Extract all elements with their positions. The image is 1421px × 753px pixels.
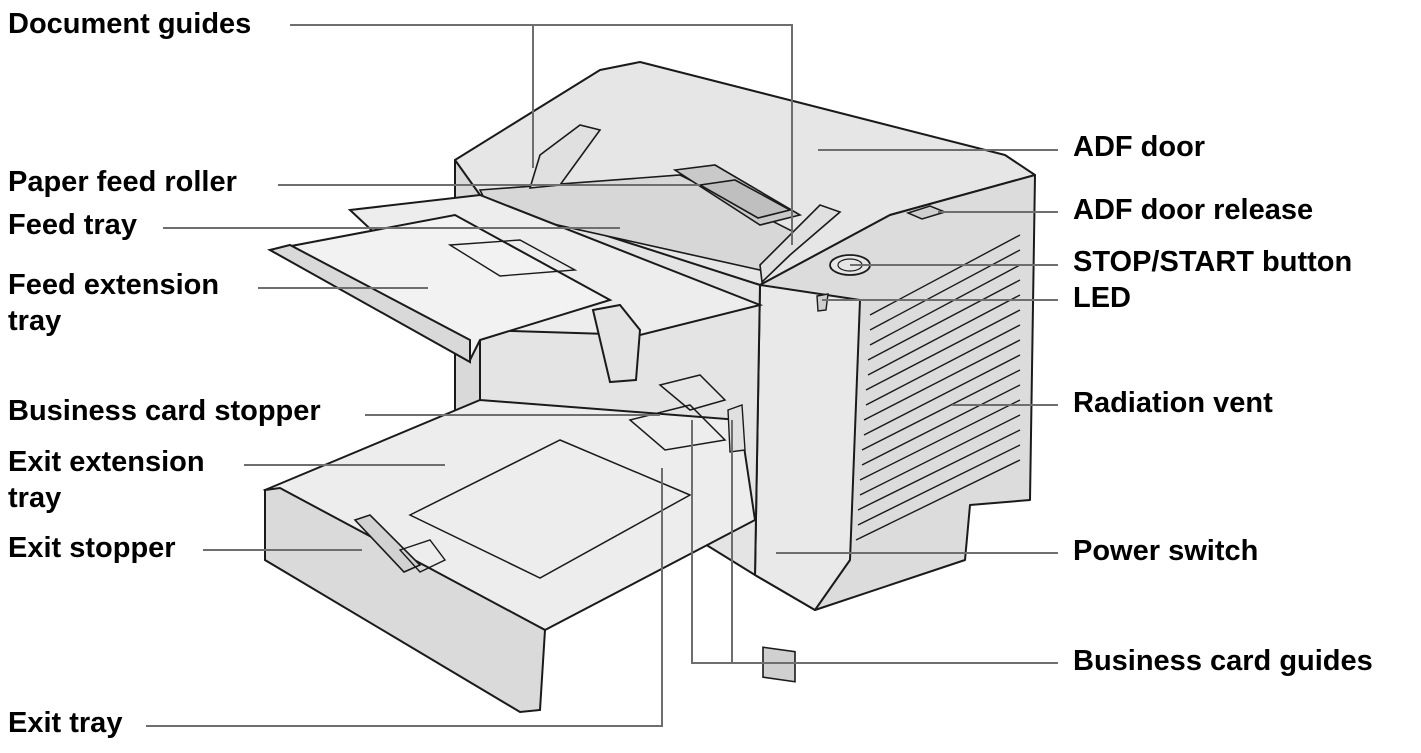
business-card-stopper-shape xyxy=(658,374,727,411)
label-feed-tray: Feed tray xyxy=(8,209,137,241)
label-business-card-stopper: Business card stopper xyxy=(8,395,321,427)
label-adf-door-release: ADF door release xyxy=(1073,194,1314,226)
feed-roller-area xyxy=(478,164,803,271)
label-document-guides: Document guides xyxy=(8,8,252,40)
label-stop-start-button: STOP/START button xyxy=(1073,246,1353,278)
label-exit-extension-tray-line1: Exit extension xyxy=(8,446,205,478)
leader-document-guides xyxy=(290,24,534,168)
leader-business-card-guides xyxy=(691,420,1058,664)
label-feed-extension-tray-line2: tray xyxy=(8,305,62,337)
label-feed-extension-tray-line1: Feed extension xyxy=(8,269,220,301)
leader-document-guides-right xyxy=(533,24,793,245)
label-exit-extension-tray-line2: tray xyxy=(8,482,62,514)
label-exit-tray: Exit tray xyxy=(8,707,123,739)
document-guide-right xyxy=(759,204,842,284)
label-feed-extension-tray: Feed extension tray xyxy=(8,267,219,339)
label-adf-door: ADF door xyxy=(1073,131,1206,163)
label-power-switch: Power switch xyxy=(1073,535,1259,567)
label-business-card-guides: Business card guides xyxy=(1073,645,1373,677)
label-radiation-vent: Radiation vent xyxy=(1073,387,1273,419)
vent-slats xyxy=(855,234,1021,541)
document-guide-left xyxy=(528,124,602,189)
label-paper-feed-roller: Paper feed roller xyxy=(8,166,237,198)
label-exit-extension-tray: Exit extension tray xyxy=(8,444,205,516)
leader-exit-tray xyxy=(146,468,663,727)
label-exit-stopper: Exit stopper xyxy=(8,532,176,564)
exit-stopper-shape xyxy=(353,514,422,573)
label-led: LED xyxy=(1073,282,1131,314)
led-shape xyxy=(816,293,829,312)
